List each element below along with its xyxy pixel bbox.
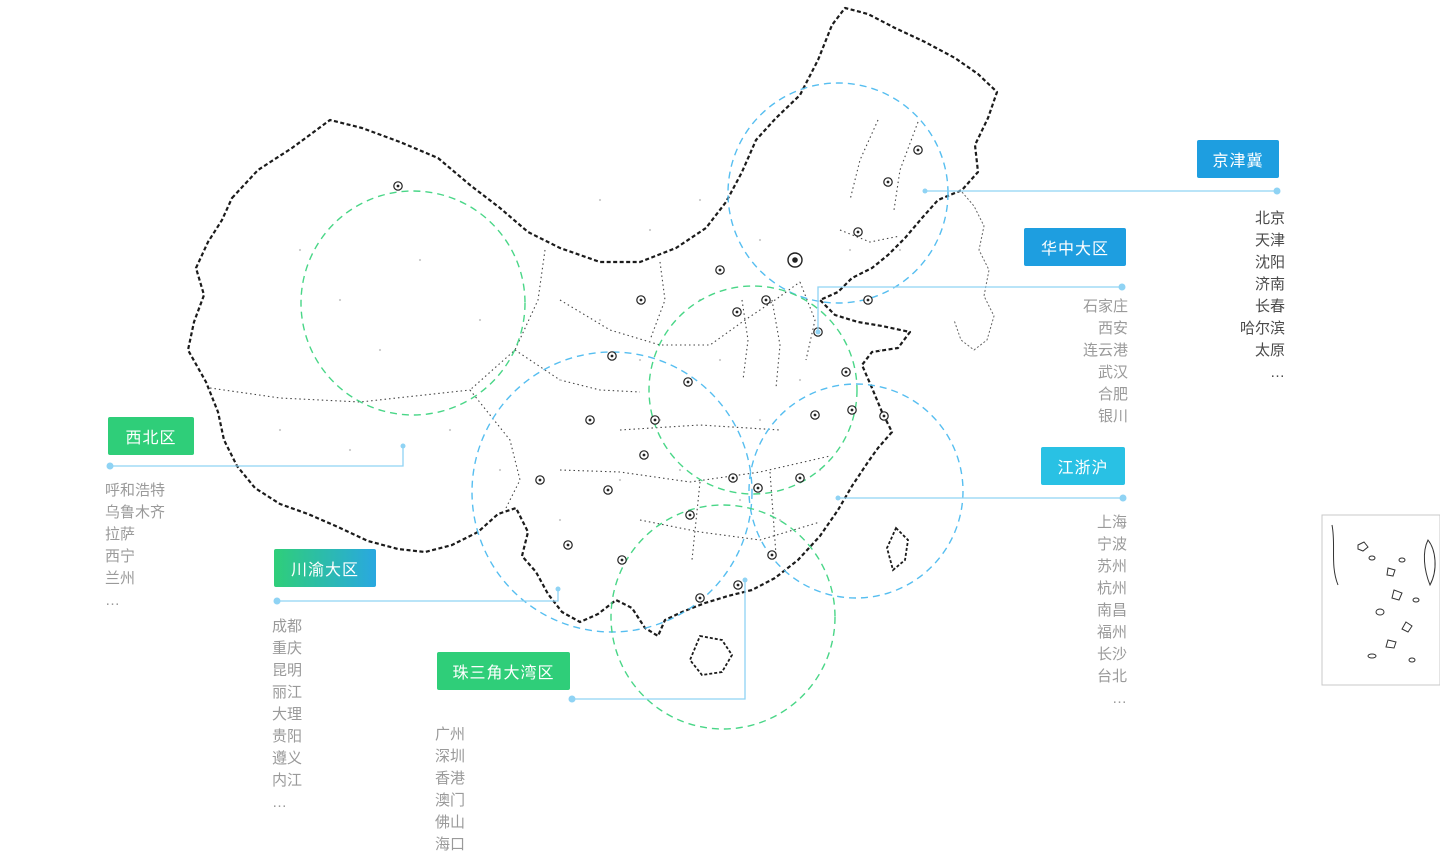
city-list-chuanyu: 成都重庆昆明丽江大理贵阳遵义内江 … xyxy=(272,616,302,814)
city-item: 广州 xyxy=(435,726,466,743)
leader-jingjinji xyxy=(922,187,1281,195)
circle-jingjinji xyxy=(727,82,949,304)
city-list-huazhong: 石家庄西安连云港武汉合肥银川 xyxy=(1083,296,1128,428)
city-item: 兰州 xyxy=(105,570,136,587)
leader-xibei xyxy=(106,443,406,470)
city-item: 天津 xyxy=(1254,232,1285,249)
city-item: 济南 xyxy=(1254,276,1285,293)
city-item: 北京 xyxy=(1254,210,1285,227)
city-item: 乌鲁木齐 xyxy=(105,504,166,521)
city-item: 连云港 xyxy=(1082,342,1128,359)
city-item: 西宁 xyxy=(105,548,136,565)
city-item: 福州 xyxy=(1096,624,1127,641)
hainan-island xyxy=(688,634,734,676)
city-item: 石家庄 xyxy=(1082,298,1128,315)
leader-huazhong xyxy=(815,283,1126,335)
city-item: 佛山 xyxy=(435,814,466,831)
city-list-jingjinji: 北京天津沈阳济南长春哈尔滨太原 … xyxy=(1240,208,1285,384)
city-item: … xyxy=(105,592,120,609)
city-item: 深圳 xyxy=(435,748,466,765)
circle-xibei xyxy=(300,190,526,416)
city-item: 香港 xyxy=(435,770,466,787)
city-item: 昆明 xyxy=(272,662,303,679)
city-item: 上海 xyxy=(1096,514,1127,531)
region-circles xyxy=(300,82,964,730)
region-label-jingjinji: 京津冀 xyxy=(1197,140,1279,178)
city-list-xibei: 呼和浩特乌鲁木齐拉萨西宁兰州 … xyxy=(105,480,165,612)
city-item: 沈阳 xyxy=(1254,254,1285,271)
city-item: 台北 xyxy=(1096,668,1127,685)
city-item: 长春 xyxy=(1254,298,1285,315)
taiwan-island xyxy=(886,526,909,572)
city-item: 宁波 xyxy=(1096,536,1127,553)
leader-chuanyu xyxy=(273,586,561,605)
south-china-sea-inset xyxy=(1321,514,1440,686)
city-item: 哈尔滨 xyxy=(1239,320,1285,337)
city-item: 苏州 xyxy=(1096,558,1127,575)
scatter-dots xyxy=(278,198,902,522)
city-item: 成都 xyxy=(272,618,303,635)
city-item: 拉萨 xyxy=(105,526,136,543)
city-list-jiangzhehu: 上海宁波苏州杭州南昌福州长沙台北 … xyxy=(1097,512,1127,710)
city-item: 澳门 xyxy=(435,792,466,809)
city-item: 重庆 xyxy=(272,640,303,657)
city-item: 内江 xyxy=(272,772,303,789)
city-item: 丽江 xyxy=(272,684,303,701)
city-item: 武汉 xyxy=(1097,364,1128,381)
capital-marker xyxy=(787,252,803,268)
city-item: 合肥 xyxy=(1097,386,1128,403)
china-outline xyxy=(186,6,999,638)
city-item: 海口 xyxy=(435,836,466,853)
city-item: … xyxy=(1270,364,1285,381)
circle-zhusanjiao xyxy=(610,504,836,730)
city-item: 杭州 xyxy=(1096,580,1127,597)
city-item: … xyxy=(1112,690,1127,707)
city-item: … xyxy=(272,794,287,811)
city-item: 长沙 xyxy=(1096,646,1127,663)
province-borders xyxy=(209,119,919,561)
circle-huazhong xyxy=(648,285,858,495)
city-item: 太原 xyxy=(1254,342,1285,359)
city-item: … xyxy=(435,858,450,868)
leader-zhusanjiao xyxy=(568,577,748,703)
region-label-huazhong: 华中大区 xyxy=(1024,228,1126,266)
leader-lines xyxy=(106,187,1281,703)
region-label-chuanyu: 川渝大区 xyxy=(274,549,376,587)
leader-jiangzhehu xyxy=(835,494,1127,502)
city-item: 大理 xyxy=(272,706,303,723)
city-list-zhusanjiao: 广州深圳香港澳门佛山海口 … xyxy=(435,724,465,868)
korea-outline xyxy=(953,191,995,351)
city-item: 西安 xyxy=(1097,320,1128,337)
city-item: 呼和浩特 xyxy=(105,482,166,499)
city-item: 贵阳 xyxy=(272,728,303,745)
city-item: 南昌 xyxy=(1096,602,1127,619)
city-item: 银川 xyxy=(1097,408,1128,425)
region-label-zhusanjiao: 珠三角大湾区 xyxy=(437,652,570,690)
city-item: 遵义 xyxy=(272,750,303,767)
region-label-jiangzhehu: 江浙沪 xyxy=(1041,447,1125,485)
city-markers xyxy=(393,145,923,603)
region-label-xibei: 西北区 xyxy=(108,417,194,455)
circle-jiangzhehu xyxy=(748,383,964,599)
